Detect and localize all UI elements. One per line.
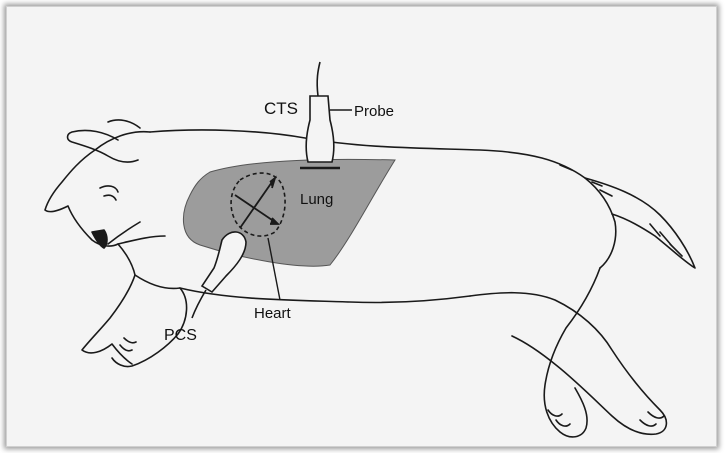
dog-eye-lower bbox=[104, 195, 116, 200]
dog-ear-fold bbox=[108, 120, 140, 128]
dog-hind-leg-2 bbox=[544, 268, 600, 437]
dog-nose bbox=[92, 230, 107, 248]
lung-region bbox=[183, 159, 395, 266]
dog-belly-outline bbox=[180, 288, 470, 303]
pcs-label: PCS bbox=[164, 327, 197, 344]
dog-head-outline bbox=[45, 132, 165, 246]
dog-eye bbox=[100, 186, 118, 192]
probe-label: Probe bbox=[354, 103, 394, 120]
dog-front-paw bbox=[120, 338, 136, 351]
dog-fur-strokes bbox=[560, 165, 612, 196]
cts-probe bbox=[300, 62, 352, 168]
lung-label: Lung bbox=[300, 191, 333, 208]
dog-front-leg bbox=[112, 275, 187, 367]
dog-ear-outline bbox=[68, 130, 139, 162]
dog-tail-fur bbox=[650, 224, 682, 256]
dog-neck-outline bbox=[82, 244, 135, 364]
heart-label: Heart bbox=[254, 305, 292, 322]
dog-hind-leg bbox=[470, 293, 666, 435]
cts-label: CTS bbox=[264, 99, 298, 118]
dog-hind-paw bbox=[640, 412, 664, 426]
dog-hind-paw-2 bbox=[548, 410, 570, 426]
